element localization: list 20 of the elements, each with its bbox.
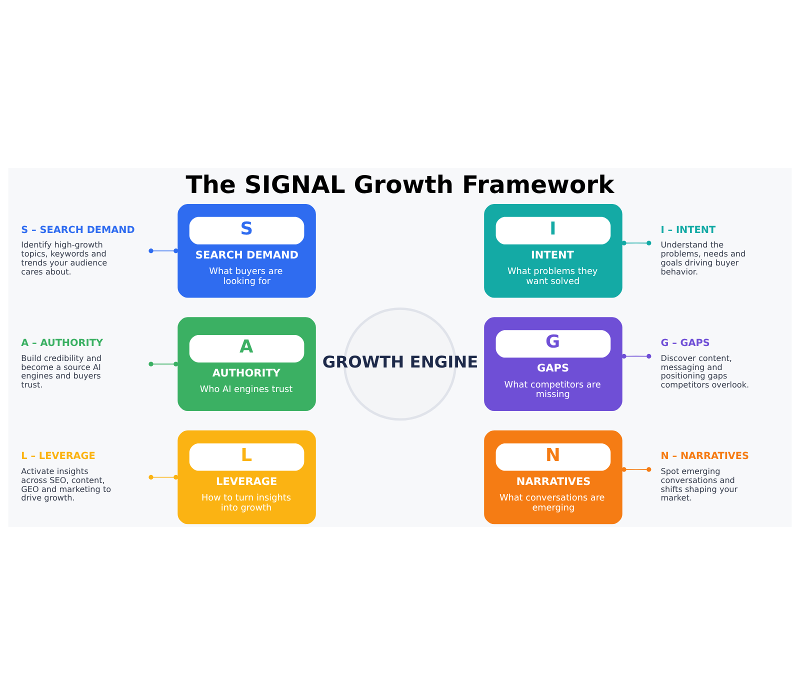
node-text: N – NARRATIVES Spot emerging conversations and shifts shaping your market.: [660, 450, 750, 502]
node-box: N NARRATIVES What conversations are emerging: [484, 430, 622, 524]
node-text: S – SEARCH DEMAND Identify high-growth topics, keywords and trends your audience cares about.: [21, 224, 135, 276]
node-box: L LEVERAGE How to turn insights into growth: [178, 430, 316, 524]
connector: [148, 474, 178, 480]
node-text: L – LEVERAGE Activate insights across SEO, content, GEO and marketing to drive growth.: [21, 450, 112, 502]
node-text: G – GAPS Discover content, messaging and positioning gaps competitors overlook.: [660, 337, 750, 390]
diagram-title: The SIGNAL Growth Framework: [186, 170, 614, 199]
node-text: I – INTENT Understand the problems, needs and goals driving buyer behavior.: [660, 224, 746, 276]
node-box: I INTENT What problems they want solved: [484, 203, 622, 298]
connector: [148, 248, 178, 253]
connector: [148, 361, 178, 366]
node-label: GROWTH ENGINE: [322, 352, 478, 371]
node-text: A – AUTHORITY Build credibility and become a source AI engines and buyers trust.: [21, 337, 103, 390]
connector: [622, 240, 652, 245]
node-box: A AUTHORITY Who AI engines trust: [178, 316, 316, 410]
connector: [622, 466, 652, 472]
connector: [622, 353, 652, 358]
node-box: G GAPS What competitors are missing: [484, 316, 622, 410]
node-box: S SEARCH DEMAND What buyers are looking for: [178, 203, 316, 298]
